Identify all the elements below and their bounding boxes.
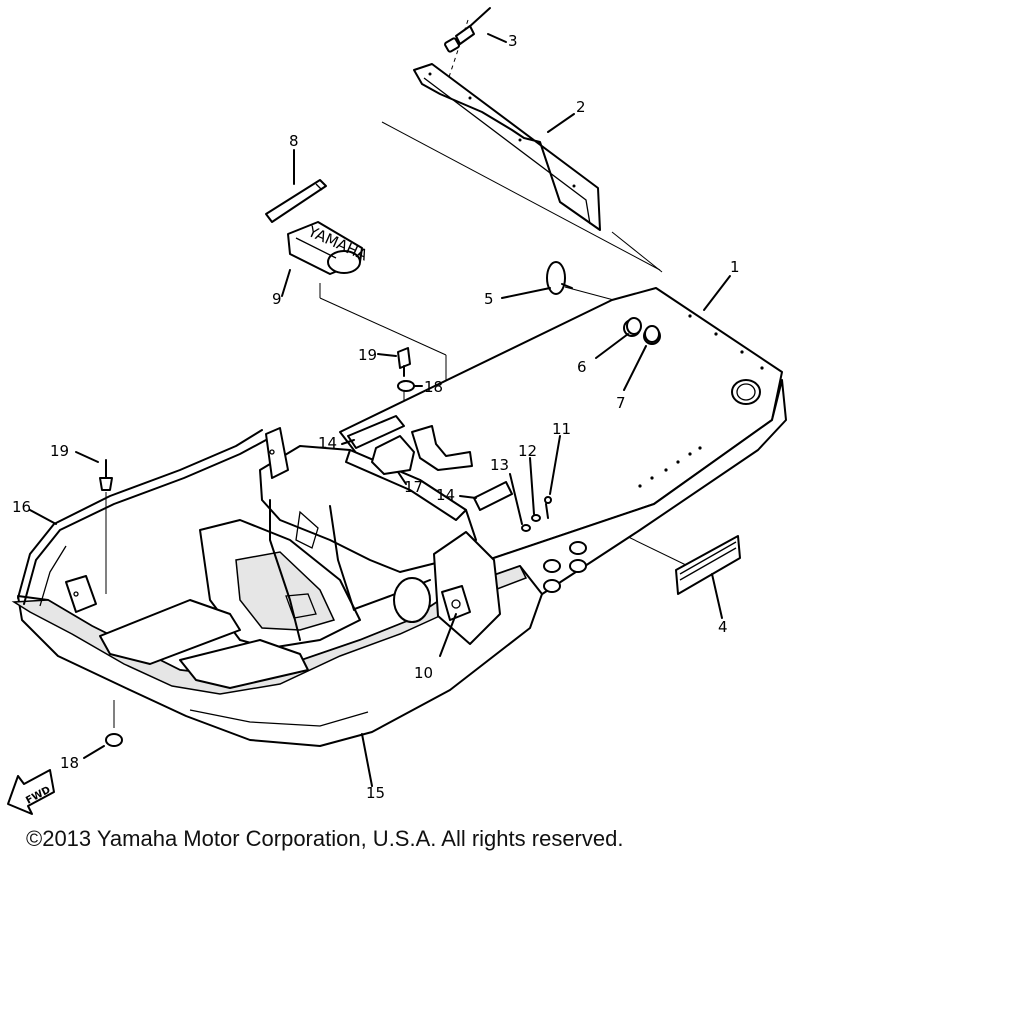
- callout-9: 9: [272, 290, 282, 308]
- leader-lines: [29, 33, 731, 787]
- callout-18-upper: 18: [424, 378, 443, 396]
- part-19-bolt-lower: [99, 459, 113, 491]
- part-14-bracket-upper: [347, 415, 405, 449]
- part-3-rivet: [444, 7, 491, 53]
- callout-19-upper: 19: [358, 346, 377, 364]
- callout-numbers: 3 2 8 9 1 5 6 7 19 18 19 16 14 14 17 13 …: [12, 32, 740, 802]
- part-19-bolt-upper: [397, 347, 411, 377]
- callout-16: 16: [12, 498, 31, 516]
- callout-18-lower: 18: [60, 754, 79, 772]
- callout-13: 13: [490, 456, 509, 474]
- part-5-grommet: [546, 261, 573, 295]
- copyright-notice: ©2013 Yamaha Motor Corporation, U.S.A. A…: [26, 826, 624, 851]
- part-18-washer-upper: [397, 380, 415, 392]
- part-17-bracket: [371, 425, 473, 475]
- part-4-decal: [675, 535, 741, 595]
- callout-2: 2: [576, 98, 586, 116]
- callout-17: 17: [404, 478, 423, 496]
- fwd-arrow: FWD: [7, 769, 55, 815]
- part-9-battery: YAMAHA: [287, 221, 371, 275]
- part-2-shield-panel: [413, 63, 601, 231]
- callout-12: 12: [518, 442, 537, 460]
- callout-15: 15: [366, 784, 385, 802]
- callout-5: 5: [484, 290, 494, 308]
- inner-chassis: [65, 427, 501, 689]
- part-8-strap: [265, 179, 327, 223]
- part-7-bushing: [644, 325, 660, 343]
- callout-4: 4: [718, 618, 728, 636]
- callout-10: 10: [414, 664, 433, 682]
- callout-3: 3: [508, 32, 518, 50]
- callout-11: 11: [552, 420, 571, 438]
- part-18-washer-lower: [105, 733, 123, 747]
- callout-8: 8: [289, 132, 299, 150]
- part-6-bushing: [626, 317, 642, 335]
- callout-14-upper: 14: [318, 434, 337, 452]
- callout-1: 1: [730, 258, 740, 276]
- callout-14-lower: 14: [436, 486, 455, 504]
- parts-11-12-13-fasteners: [521, 496, 552, 532]
- part-14-bracket-lower: [473, 481, 513, 511]
- frame-rivet-holes: [638, 314, 764, 488]
- callout-6: 6: [577, 358, 587, 376]
- callout-7: 7: [616, 394, 626, 412]
- callout-19-lower: 19: [50, 442, 69, 460]
